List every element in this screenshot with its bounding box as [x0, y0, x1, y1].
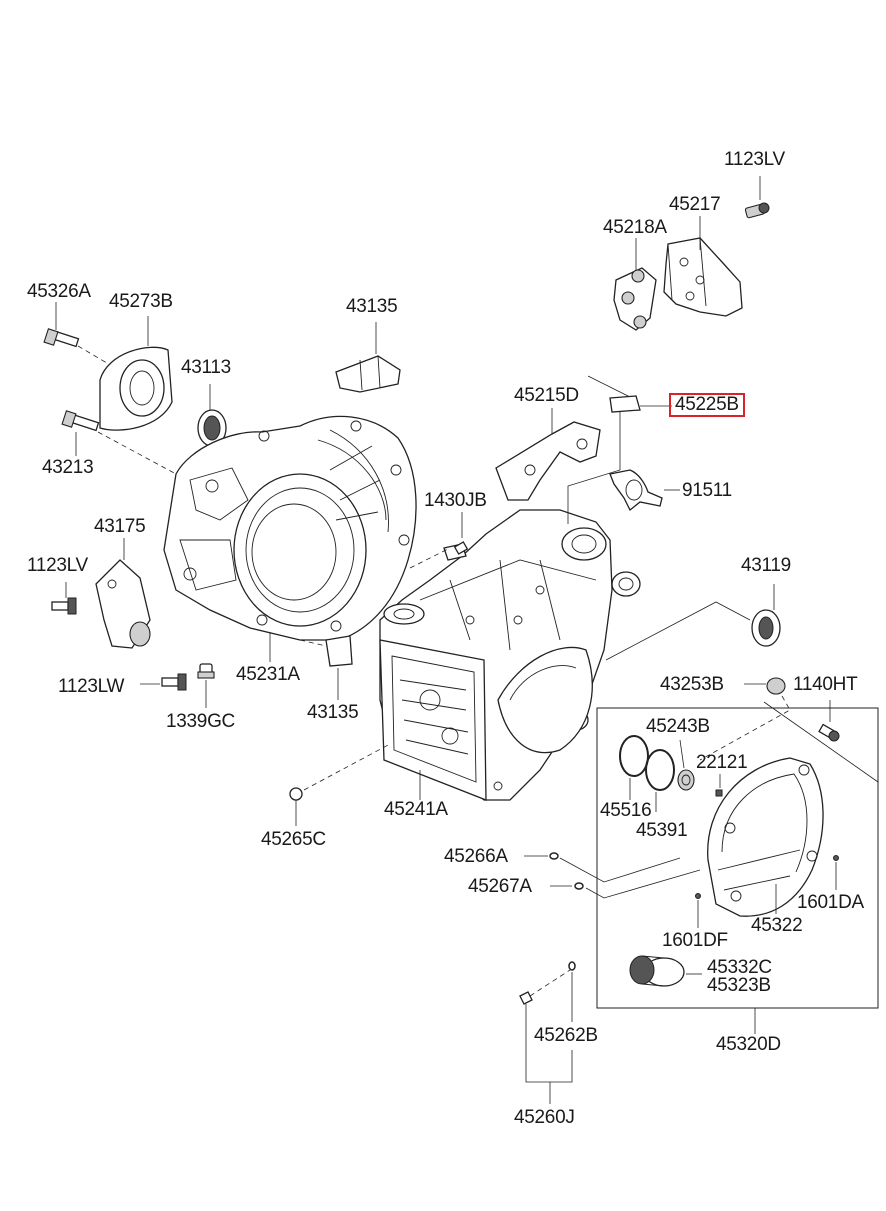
label-45322[interactable]: 45322 — [751, 915, 803, 936]
label-45215D[interactable]: 45215D — [514, 385, 579, 406]
label-45225B-highlighted[interactable]: 45225B — [669, 393, 745, 417]
bracket-45225B[interactable] — [587, 375, 641, 413]
label-43119[interactable]: 43119 — [741, 555, 791, 576]
o-ring-45266A[interactable] — [549, 852, 559, 860]
label-45266A[interactable]: 45266A — [444, 846, 508, 867]
o-ring-45391[interactable] — [645, 749, 675, 791]
label-45231A[interactable]: 45231A — [236, 664, 300, 685]
label-45217[interactable]: 45217 — [669, 194, 721, 215]
o-ring-45516[interactable] — [619, 735, 649, 777]
mount-bracket-45218A[interactable] — [613, 267, 657, 331]
plate-43135-bottom[interactable] — [325, 635, 353, 667]
bolt-43213[interactable] — [61, 410, 100, 432]
label-45320D[interactable]: 45320D — [716, 1034, 781, 1055]
label-1430JB[interactable]: 1430JB — [424, 490, 487, 511]
label-1123LV-top[interactable]: 1123LV — [724, 149, 785, 170]
label-45260J[interactable]: 45260J — [514, 1107, 575, 1128]
dust-cover-45273B[interactable] — [99, 346, 173, 431]
label-1123LW[interactable]: 1123LW — [58, 676, 125, 697]
bolt-1123LW[interactable] — [161, 673, 187, 691]
bolt-1601DF[interactable] — [695, 893, 701, 899]
bolt-1140HT[interactable] — [818, 723, 840, 742]
label-45243B[interactable]: 45243B — [646, 716, 710, 737]
label-1339GC[interactable]: 1339GC — [166, 711, 235, 732]
label-45326A[interactable]: 45326A — [27, 281, 91, 302]
bolt-45260J-head[interactable] — [519, 991, 533, 1005]
label-43253B[interactable]: 43253B — [660, 674, 724, 695]
label-43175[interactable]: 43175 — [94, 516, 146, 537]
bearing-45243B[interactable] — [677, 769, 695, 791]
side-cover-45322[interactable] — [707, 757, 824, 917]
plug-45265C[interactable] — [289, 787, 303, 801]
o-ring-45267A[interactable] — [574, 882, 584, 890]
bolt-45326A[interactable] — [43, 328, 80, 348]
pin-1430JB[interactable] — [453, 541, 469, 555]
label-45218A[interactable]: 45218A — [603, 217, 667, 238]
label-45265C[interactable]: 45265C — [261, 829, 326, 850]
plug-45332C[interactable] — [629, 955, 685, 987]
dowel-22121[interactable] — [715, 789, 723, 797]
label-43213[interactable]: 43213 — [42, 457, 94, 478]
label-1601DF[interactable]: 1601DF — [662, 930, 728, 951]
label-45273B[interactable]: 45273B — [109, 291, 173, 312]
clip-91511[interactable] — [609, 469, 663, 512]
label-1140HT[interactable]: 1140HT — [793, 674, 858, 695]
bracket-45215D[interactable] — [495, 421, 601, 501]
label-45332C[interactable]: 45332C — [707, 957, 772, 978]
label-22121[interactable]: 22121 — [696, 752, 748, 773]
bracket-45217[interactable] — [663, 237, 743, 317]
bolt-45262B[interactable] — [568, 961, 576, 971]
label-45267A[interactable]: 45267A — [468, 876, 532, 897]
label-45323B[interactable]: 45323B — [707, 975, 771, 996]
bushing-43253B[interactable] — [766, 677, 786, 695]
label-45516[interactable]: 45516 — [600, 800, 652, 821]
label-91511[interactable]: 91511 — [682, 480, 732, 501]
plug-1339GC[interactable] — [197, 663, 215, 679]
label-45241A[interactable]: 45241A — [384, 799, 448, 820]
group-frame-45320D — [596, 707, 879, 1009]
clutch-housing-45231A[interactable] — [163, 415, 417, 641]
label-43113[interactable]: 43113 — [181, 357, 231, 378]
label-45391[interactable]: 45391 — [636, 820, 688, 841]
transaxle-case-45241A[interactable] — [379, 509, 641, 801]
label-1601DA[interactable]: 1601DA — [797, 892, 864, 913]
label-43135-top[interactable]: 43135 — [346, 296, 398, 317]
label-43135-bottom[interactable]: 43135 — [307, 702, 359, 723]
bolt-1601DA[interactable] — [833, 855, 839, 861]
oil-seal-43119[interactable] — [751, 609, 781, 647]
bolt-1123LV-top[interactable] — [744, 202, 770, 219]
oil-seal-43113[interactable] — [197, 409, 227, 447]
label-1123LV-left[interactable]: 1123LV — [27, 555, 88, 576]
label-45262B[interactable]: 45262B — [534, 1025, 598, 1046]
bracket-43175[interactable] — [95, 559, 151, 649]
bolt-1123LV-left[interactable] — [51, 597, 77, 615]
plate-43135-top[interactable] — [335, 355, 401, 393]
